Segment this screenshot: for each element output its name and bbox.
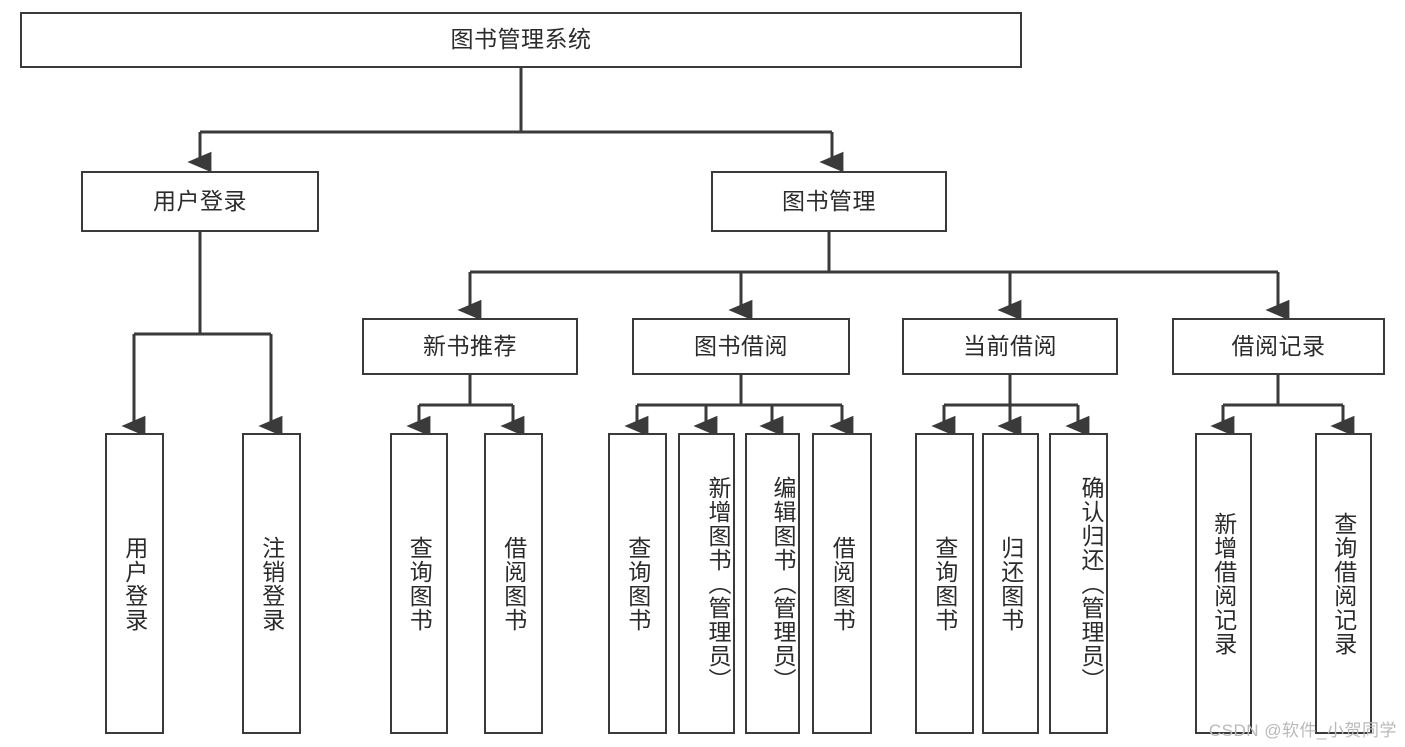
- node-book-borrow[interactable]: 图书借阅: [632, 318, 850, 375]
- node-current-borrow[interactable]: 当前借阅: [902, 318, 1118, 375]
- watermark-text: CSDN @软件_小贺同学: [1208, 721, 1397, 740]
- leaf-borrow-book-2[interactable]: 借阅图书: [812, 433, 872, 734]
- node-borrow-record[interactable]: 借阅记录: [1172, 318, 1385, 375]
- node-user-login[interactable]: 用户登录: [81, 171, 319, 232]
- leaf-confirm-return-label: 确认归还（管理员）: [1078, 475, 1104, 692]
- leaf-query-borrow-record-label: 查询借阅记录: [1330, 511, 1357, 656]
- node-new-book-recommend[interactable]: 新书推荐: [362, 318, 578, 375]
- leaf-borrow-book-1-label: 借阅图书: [500, 535, 527, 632]
- leaf-query-borrow-record[interactable]: 查询借阅记录: [1315, 433, 1372, 734]
- leaf-confirm-return[interactable]: 确认归还（管理员）: [1049, 433, 1108, 734]
- node-book-manage-label: 图书管理: [782, 187, 876, 214]
- leaf-add-borrow-record[interactable]: 新增借阅记录: [1195, 433, 1252, 734]
- node-user-login-label: 用户登录: [153, 187, 247, 214]
- leaf-query-book-2[interactable]: 查询图书: [608, 433, 667, 734]
- leaf-add-borrow-record-label: 新增借阅记录: [1210, 511, 1237, 656]
- leaf-query-book-3[interactable]: 查询图书: [915, 433, 974, 734]
- leaf-edit-book-label: 编辑图书（管理员）: [770, 475, 796, 692]
- leaf-logout-login-label: 注销登录: [258, 535, 285, 632]
- node-book-manage[interactable]: 图书管理: [711, 171, 947, 232]
- leaf-query-book-2-label: 查询图书: [624, 535, 651, 632]
- node-root[interactable]: 图书管理系统: [20, 12, 1022, 68]
- leaf-user-login[interactable]: 用户登录: [105, 433, 164, 734]
- leaf-query-book-1[interactable]: 查询图书: [390, 433, 448, 734]
- leaf-borrow-book-1[interactable]: 借阅图书: [484, 433, 543, 734]
- leaf-edit-book[interactable]: 编辑图书（管理员）: [745, 433, 800, 734]
- leaf-add-book[interactable]: 新增图书（管理员）: [678, 433, 735, 734]
- leaf-user-login-label: 用户登录: [121, 535, 148, 632]
- leaf-borrow-book-2-label: 借阅图书: [829, 535, 856, 632]
- leaf-query-book-1-label: 查询图书: [406, 535, 433, 632]
- leaf-query-book-3-label: 查询图书: [931, 535, 958, 632]
- node-borrow-record-label: 借阅记录: [1231, 332, 1326, 359]
- node-current-borrow-label: 当前借阅: [963, 332, 1057, 359]
- leaf-add-book-label: 新增图书（管理员）: [705, 475, 731, 692]
- leaf-logout-login[interactable]: 注销登录: [242, 433, 301, 734]
- leaf-return-book-label: 归还图书: [997, 535, 1024, 632]
- node-root-label: 图书管理系统: [450, 26, 592, 53]
- node-book-borrow-label: 图书借阅: [694, 332, 788, 359]
- node-new-book-recommend-label: 新书推荐: [423, 332, 517, 359]
- leaf-return-book[interactable]: 归还图书: [982, 433, 1039, 734]
